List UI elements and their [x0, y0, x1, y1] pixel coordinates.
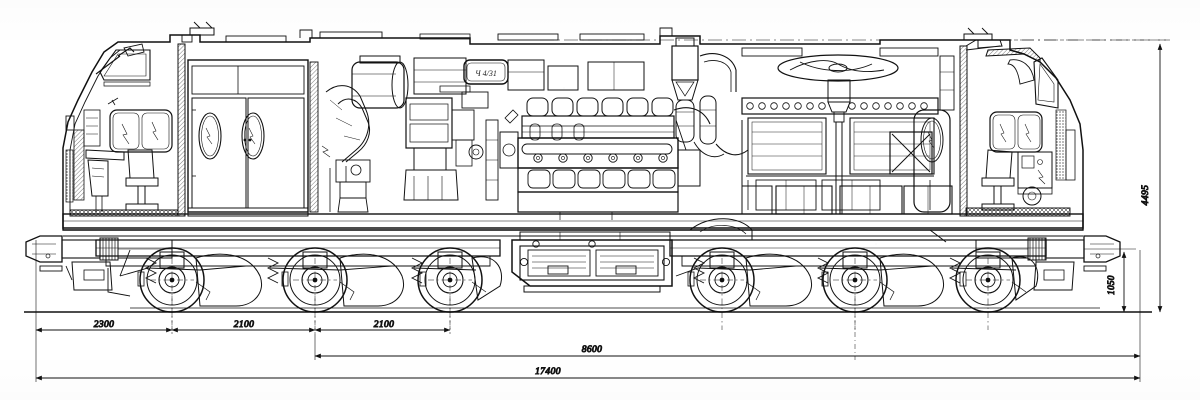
underframe-deck [62, 213, 1084, 237]
dimension-bogie-centre-distance: 8600 [314, 296, 1141, 360]
dimension-label-8600: 8600 [582, 345, 603, 355]
engine-cylinder-covers [526, 97, 674, 117]
dimension-axle-spacing-3: 2100 [314, 296, 451, 334]
dimension-label-17400: 17400 [535, 367, 561, 377]
machine-compartment-doors [187, 59, 319, 217]
radiator-fan [777, 54, 899, 82]
control-desk-front [85, 149, 125, 212]
cab-rear-side-windows [989, 111, 1043, 153]
air-intake-ducting [321, 55, 409, 213]
brake-rigging-rear [687, 271, 1027, 301]
control-desk-rear [1017, 151, 1053, 206]
driver-cab-rear [913, 39, 1076, 217]
dimension-overall-length: 17400 [35, 250, 1141, 382]
dimension-label-2100-b: 2100 [374, 320, 395, 330]
auxiliary-machinery-block [403, 85, 499, 201]
wheelset-6 [955, 247, 1021, 330]
inline-six-cylinder-diesel-engine [499, 97, 711, 220]
dimension-label-1050: 1050 [1106, 275, 1116, 295]
nose-equipment-front [73, 109, 101, 201]
automatic-coupler-rear [975, 235, 1121, 291]
driver-seat-front [125, 149, 159, 211]
traction-motors-front [195, 253, 502, 307]
traction-motors-rear [745, 253, 1039, 307]
dimension-label-2100-a: 2100 [234, 320, 255, 330]
suspension-rear [675, 251, 1017, 284]
driver-cab-front [65, 43, 186, 217]
engine-crankcase-doors [527, 169, 676, 189]
cab-front-side-windows [109, 109, 173, 153]
dimension-overall-height: 4495 [1000, 39, 1168, 313]
underframe-fuel-tank [511, 231, 673, 293]
dimension-axle-spacing-1: 2300 [35, 240, 173, 336]
automatic-coupler-front [25, 235, 173, 291]
dimension-label-4495: 4495 [1141, 185, 1151, 206]
control-cabinet-front [413, 57, 645, 95]
brake-rigging-front [137, 271, 487, 301]
turbocharger-exhaust-stack [671, 37, 749, 158]
radiator-tube-row [746, 102, 928, 110]
radiator-cooling-section [741, 47, 955, 215]
body-panel-mark-text: Ч 4/31 [475, 69, 497, 78]
three-axle-bogie-front [95, 239, 502, 330]
dimension-coupler-height: 1050 [1084, 248, 1136, 313]
electrical-cabinets [741, 185, 953, 215]
suspension-front [107, 249, 477, 297]
engine-injector-pumps [529, 123, 585, 141]
fuel-tank-louvers [532, 255, 654, 269]
dimension-label-2300: 2300 [94, 320, 115, 330]
dimension-axle-spacing-2: 2100 [171, 296, 316, 334]
